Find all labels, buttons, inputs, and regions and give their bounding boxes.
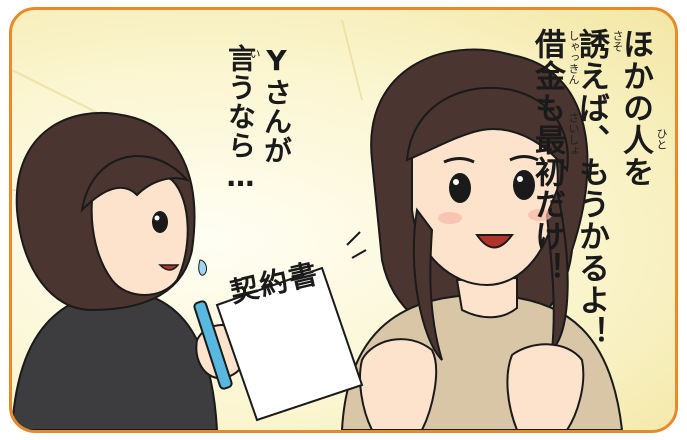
- furigana-hito: ひと: [655, 128, 668, 150]
- speech-right-line-3: 借金も最初だけ！: [529, 28, 565, 284]
- furigana-sasou: さそ: [611, 30, 624, 52]
- speech-left-line-1: Yさんが: [260, 44, 293, 165]
- furigana-saisho: さいしょ: [567, 112, 580, 156]
- furigana-shakkin: しゃっきん: [567, 30, 580, 85]
- speech-left-line-2: 言うなら…: [224, 44, 257, 194]
- manga-panel: ほかの人を 誘えば、もうかるよ！ 借金も最初だけ！ ひと さそ しゃっきん さい…: [9, 7, 678, 433]
- woman-right: [340, 48, 624, 430]
- speech-right-line-2: 誘えば、もうかるよ！: [573, 28, 609, 348]
- woman-left: [12, 111, 249, 430]
- manga-illustration: [12, 19, 624, 430]
- contract-paper: [215, 266, 364, 422]
- speech-right-line-1: ほかの人を: [617, 28, 653, 188]
- furigana-iu: い: [248, 48, 261, 59]
